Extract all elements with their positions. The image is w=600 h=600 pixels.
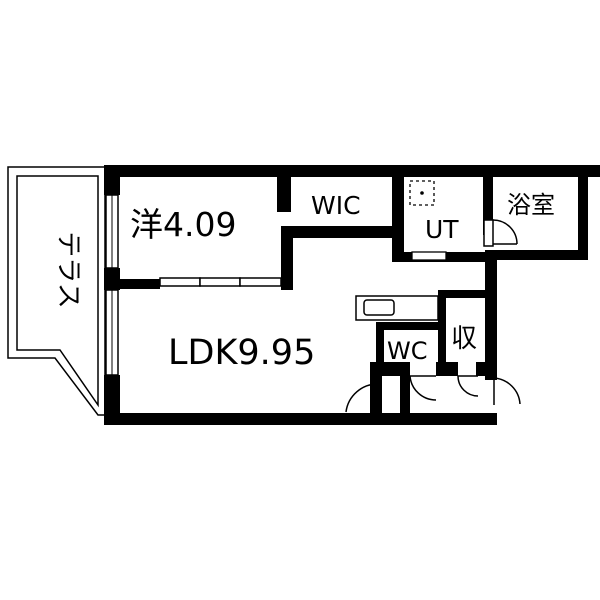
wall-bedroom-right	[281, 226, 293, 290]
ut-door-frame	[411, 251, 447, 261]
wall-storage-top	[440, 290, 490, 298]
wall-wc-left	[376, 322, 384, 367]
wall-wc-top	[378, 322, 442, 330]
wall-wic-bottom	[283, 226, 395, 238]
washer-pan	[409, 180, 435, 206]
wall-right-bath	[578, 165, 588, 260]
interior-walls	[120, 177, 494, 414]
label-bathroom: 浴室	[507, 191, 555, 219]
label-western-room: 洋4.09	[130, 205, 236, 244]
label-ldk: LDK9.95	[168, 333, 315, 373]
wall-wc-right	[438, 290, 446, 370]
door-swings	[345, 375, 521, 413]
wall-left-mid	[104, 268, 120, 290]
kitchen-counter	[355, 295, 439, 321]
wall-wc-bottom-right	[436, 362, 458, 376]
wall-bath-bottom	[485, 250, 588, 260]
sliding-doors-bedroom	[159, 277, 282, 287]
terrace-inner-outline	[16, 175, 99, 408]
label-ut: UT	[425, 215, 459, 244]
wall-ut-bath	[483, 165, 493, 235]
wall-storage-bottom	[476, 362, 494, 376]
wall-left-upper	[104, 165, 120, 195]
wall-bottom	[104, 413, 497, 425]
wall-right-lower	[485, 255, 497, 380]
label-storage: 収	[451, 324, 477, 354]
ut-fixtures	[409, 180, 447, 261]
label-wic: WIC	[311, 191, 361, 220]
bath-door	[483, 219, 518, 247]
wall-entrance-stub	[370, 376, 382, 414]
label-toilet: WC	[387, 337, 428, 365]
label-terrace: テラス	[53, 231, 83, 308]
wall-entrance-stub-2	[400, 376, 410, 414]
wall-top	[104, 165, 600, 177]
windows	[105, 194, 119, 376]
wall-wic-left	[277, 177, 291, 212]
wall-wc-bottom-left	[370, 362, 410, 376]
wall-ut-left	[392, 165, 404, 260]
wall-left-lower	[104, 375, 120, 425]
wall-bedroom-bottom	[120, 279, 160, 289]
